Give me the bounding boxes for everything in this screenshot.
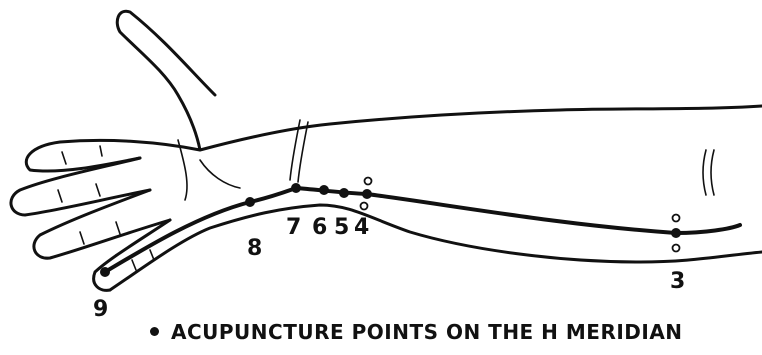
point-8-marker [245,197,255,207]
finger-crease [96,184,100,196]
finger-crease [132,260,136,270]
point-9-marker [100,267,110,277]
point-4-marker [362,189,372,199]
point-5-marker [339,188,349,198]
wrist-line [298,122,308,182]
open-circle-marker [361,203,368,210]
arm-outline-top [117,11,762,150]
open-circle-marker [365,178,372,185]
finger-crease [58,190,62,202]
legend-dot-icon [150,327,159,336]
caption-text: ACUPUNCTURE POINTS ON THE H MERIDIAN [171,320,683,344]
point-7-marker [291,183,301,193]
figure-caption: ACUPUNCTURE POINTS ON THE H MERIDIAN [150,320,762,344]
open-circle-marker [673,215,680,222]
elbow-line [703,150,706,195]
palm-crease [178,140,187,200]
finger-crease [116,222,120,234]
point-3-label: 3 [670,269,685,294]
finger-1 [26,140,200,171]
finger-2 [11,158,150,215]
point-5-label: 5 [334,215,349,240]
finger-crease [100,146,102,156]
point-9-label: 9 [93,297,108,322]
finger-crease [80,232,84,244]
finger-crease [150,250,154,260]
palm-crease [200,160,240,188]
elbow-line [711,150,714,195]
point-6-marker [319,185,329,195]
point-6-label: 6 [312,215,327,240]
h-meridian-line [105,188,740,272]
point-3-marker [671,228,681,238]
point-7-label: 7 [286,215,301,240]
open-circle-marker [673,245,680,252]
point-8-label: 8 [247,236,262,261]
finger-crease [62,152,66,164]
point-4-label: 4 [354,215,369,240]
